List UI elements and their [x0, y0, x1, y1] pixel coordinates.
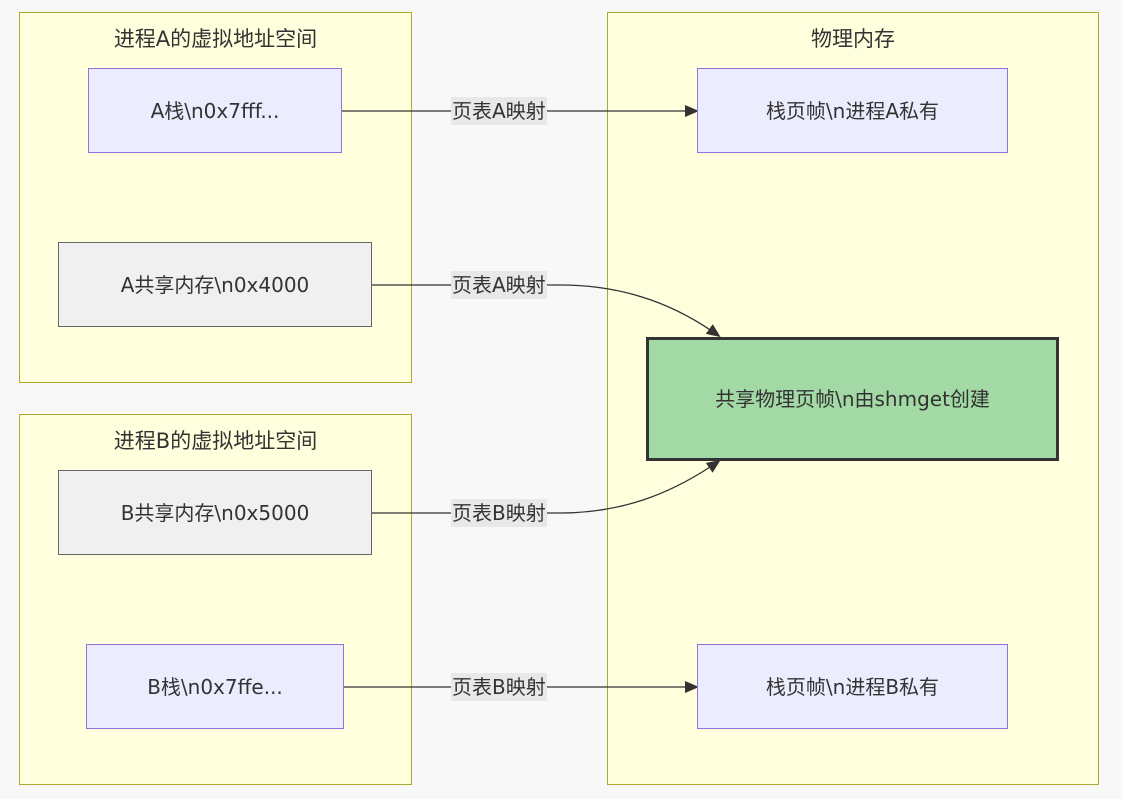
node-a-shared-memory[interactable]: A共享内存\n0x4000	[58, 242, 372, 327]
edge-label-a-stack-map: 页表A映射	[451, 97, 547, 125]
node-shared-physical-frame-label: 共享物理页帧\n由shmget创建	[715, 387, 990, 411]
node-a-stack[interactable]: A栈\n0x7fff...	[88, 68, 342, 153]
node-b-shared-memory-label: B共享内存\n0x5000	[120, 500, 310, 525]
node-shared-physical-frame[interactable]: 共享物理页帧\n由shmget创建	[646, 337, 1059, 461]
cluster-title-process-a: 进程A的虚拟地址空间	[113, 27, 318, 51]
node-a-stack-label: A栈\n0x7fff...	[150, 98, 280, 123]
edge-label-a-shm-map: 页表A映射	[451, 271, 547, 299]
node-b-stack-label: B栈\n0x7ffe...	[147, 674, 283, 699]
edge-label-b-shm-map: 页表B映射	[451, 499, 547, 527]
node-stack-frame-a[interactable]: 栈页帧\n进程A私有	[697, 68, 1008, 153]
cluster-title-physical-memory: 物理内存	[811, 27, 895, 51]
edge-label-b-stack-map: 页表B映射	[451, 673, 547, 701]
edge-a-shm-map	[372, 284, 721, 338]
cluster-title-process-b: 进程B的虚拟地址空间	[113, 429, 318, 453]
node-b-stack[interactable]: B栈\n0x7ffe...	[86, 644, 344, 729]
node-a-shared-memory-label: A共享内存\n0x4000	[120, 272, 310, 297]
node-b-shared-memory[interactable]: B共享内存\n0x5000	[58, 470, 372, 555]
edge-b-shm-map	[372, 459, 721, 514]
node-stack-frame-b[interactable]: 栈页帧\n进程B私有	[697, 644, 1008, 729]
node-stack-frame-a-label: 栈页帧\n进程A私有	[765, 98, 940, 123]
node-stack-frame-b-label: 栈页帧\n进程B私有	[765, 674, 940, 699]
